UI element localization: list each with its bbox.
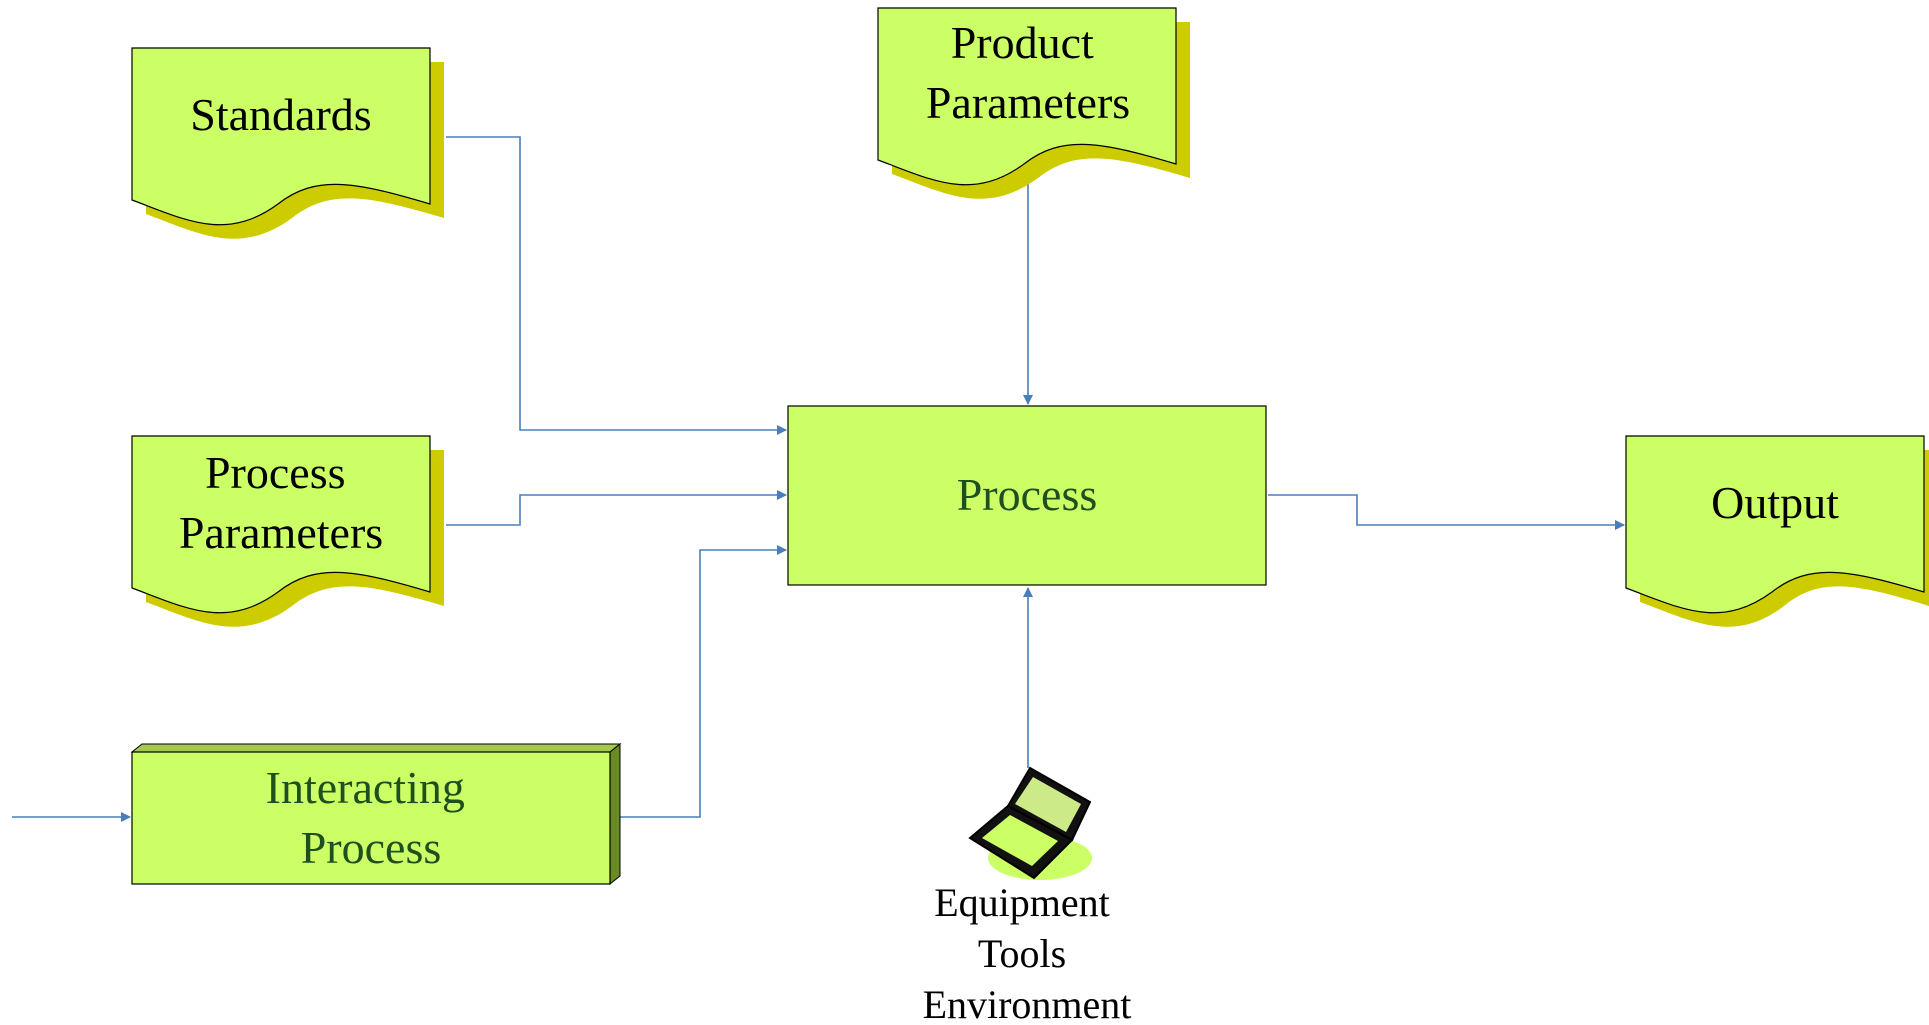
process-parameters-label-line-1: Process [205, 447, 346, 498]
output-document-shape [1625, 435, 1925, 614]
output-label-line: Output [1711, 477, 1839, 528]
connector-interacting-process-to-process [620, 545, 787, 818]
process-box-shape [787, 405, 1267, 586]
equipment-caption: Equipment Tools Environment [923, 880, 1132, 1025]
standards-document-shape [131, 47, 431, 226]
interacting-process-block-top [130, 743, 622, 753]
product-parameters-document-shape [877, 7, 1177, 186]
equipment-caption-line-2: Tools [978, 931, 1066, 976]
process-label: Process [957, 469, 1098, 520]
product-parameters-document: Product Parameters [877, 7, 1190, 199]
process-parameters-label-line-2: Parameters [179, 507, 383, 558]
connectors [12, 136, 1625, 822]
output-document: Output [1625, 435, 1929, 627]
process-parameters-label: Process Parameters [179, 447, 383, 558]
connector-process-parameters-to-process [446, 490, 787, 526]
product-parameters-label-line-2: Parameters [926, 77, 1130, 128]
process-parameters-document-shape [131, 435, 431, 614]
process-box: Process [787, 405, 1267, 586]
connector-process-to-output [1268, 494, 1625, 530]
equipment-caption-line-3: Environment [923, 982, 1132, 1025]
interacting-process-label-line-1: Interacting [266, 762, 465, 813]
product-parameters-label-line-1: Product [951, 17, 1094, 68]
laptop-icon-keyboard [982, 815, 1058, 866]
interacting-process-block-side [609, 742, 621, 886]
product-parameters-label: Product Parameters [926, 17, 1130, 128]
standards-label-line: Standards [190, 89, 371, 140]
interacting-process-block-front [131, 751, 611, 885]
output-label: Output [1711, 477, 1839, 528]
interacting-process-label: Interacting Process [266, 762, 477, 873]
standards-document: Standards [131, 47, 444, 239]
laptop-icon-screen [1015, 777, 1081, 832]
standards-label: Standards [190, 89, 371, 140]
laptop-icon [968, 766, 1092, 880]
process-parameters-document: Process Parameters [131, 435, 444, 627]
interacting-process-block: Interacting Process [130, 742, 622, 886]
connector-standards-to-process [446, 136, 787, 435]
process-label-line: Process [957, 469, 1098, 520]
interacting-process-label-line-2: Process [301, 822, 442, 873]
equipment-caption-line-1: Equipment [934, 880, 1110, 925]
